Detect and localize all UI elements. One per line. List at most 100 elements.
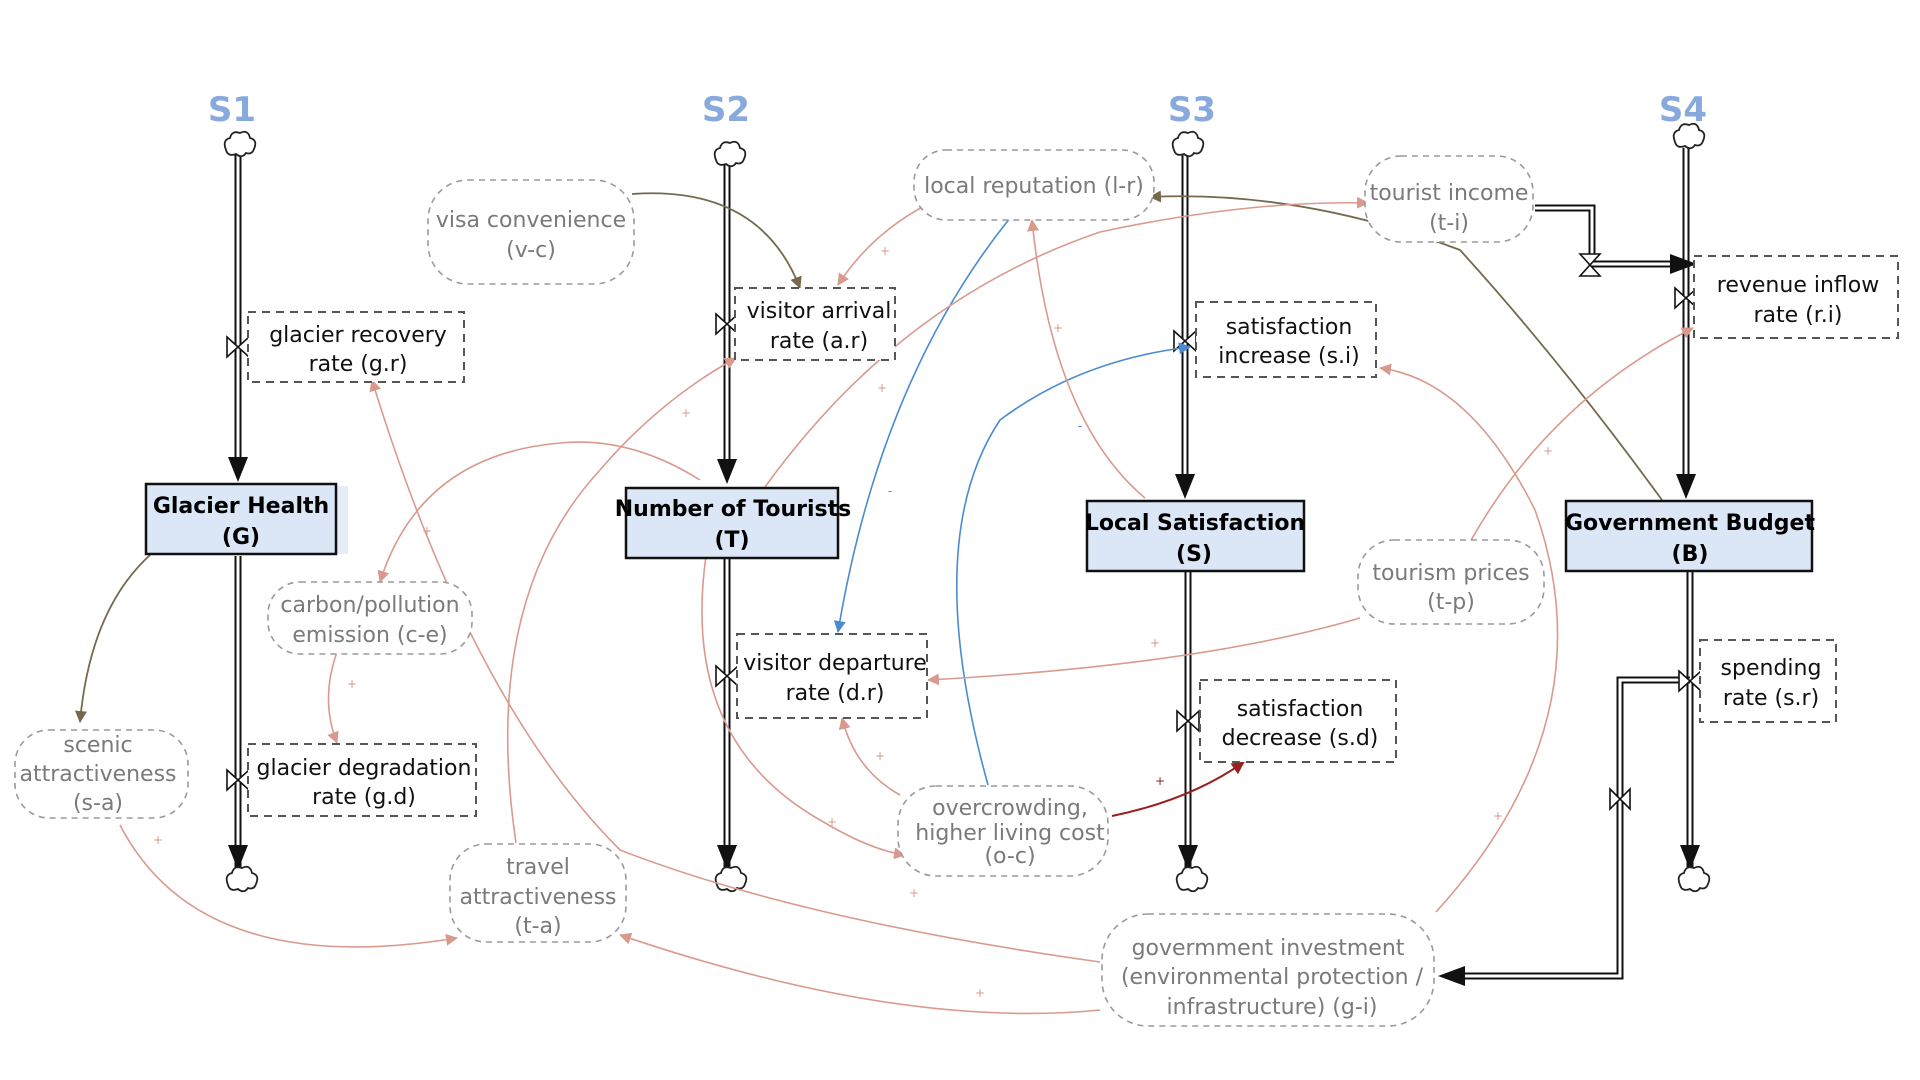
polarity-sign: - bbox=[888, 484, 892, 498]
svg-text:(B): (B) bbox=[1672, 542, 1709, 567]
svg-text:govermment investment: govermment investment bbox=[1132, 936, 1405, 961]
link-investment-to-travel-attractiveness bbox=[619, 932, 1101, 1015]
svg-text:higher living cost: higher living cost bbox=[915, 821, 1105, 846]
polarity-sign: + bbox=[877, 381, 887, 395]
svg-text:infrastructure) (g-i): infrastructure) (g-i) bbox=[1167, 995, 1378, 1020]
stock-government-budget: Government Budget (B) bbox=[1564, 499, 1815, 573]
svg-text:rate (d.r): rate (d.r) bbox=[786, 681, 885, 706]
link-glacier-to-scenic bbox=[75, 554, 151, 723]
link-tourism-prices-to-revenue bbox=[1469, 327, 1694, 543]
link-tourists-to-carbon bbox=[377, 441, 701, 583]
svg-text:rate (s.r): rate (s.r) bbox=[1723, 686, 1819, 711]
link-overcrowding-to-satisfaction-increase bbox=[955, 342, 1191, 786]
svg-text:attractiveness: attractiveness bbox=[459, 885, 616, 910]
svg-text:tourism prices: tourism prices bbox=[1372, 561, 1529, 586]
polarity-sign: + bbox=[1493, 809, 1503, 823]
svg-text:(t-i): (t-i) bbox=[1429, 211, 1469, 236]
aux-local-reputation: local reputation (l-r) bbox=[913, 149, 1155, 221]
sector-label-s3: S3 bbox=[1168, 90, 1216, 130]
svg-text:visa convenience: visa convenience bbox=[436, 208, 626, 233]
svg-text:(o-c): (o-c) bbox=[984, 844, 1035, 869]
link-scenic-to-travel-attractiveness bbox=[119, 824, 458, 948]
polarity-sign: + bbox=[875, 749, 885, 763]
svg-text:emission (c-e): emission (c-e) bbox=[292, 623, 447, 648]
rate-glacier-recovery: glacier recovery rate (g.r) bbox=[247, 311, 465, 383]
svg-text:tourist income: tourist income bbox=[1370, 181, 1529, 206]
polarity-sign: + bbox=[347, 677, 357, 691]
svg-text:attractiveness: attractiveness bbox=[19, 762, 176, 787]
aux-tourism-prices: tourism prices (t-p) bbox=[1357, 539, 1545, 625]
polarity-sign: + bbox=[975, 986, 985, 1000]
cloud-icon bbox=[713, 140, 747, 168]
link-overcrowding-to-satisfaction-decrease bbox=[1111, 761, 1245, 817]
aux-tourist-income: tourist income (t-i) bbox=[1364, 155, 1534, 243]
causal-links bbox=[75, 190, 1694, 1015]
flow-valves bbox=[226, 253, 1702, 811]
link-carbon-to-degradation bbox=[327, 651, 339, 744]
sector-label-s1: S1 bbox=[208, 90, 256, 130]
polarity-sign: + bbox=[153, 833, 163, 847]
svg-text:visitor arrival: visitor arrival bbox=[747, 299, 892, 324]
aux-carbon-pollution: carbon/pollution emission (c-e) bbox=[267, 581, 473, 655]
link-reputation-to-arrival bbox=[837, 204, 927, 286]
svg-text:visitor departure: visitor departure bbox=[743, 651, 927, 676]
svg-text:carbon/pollution: carbon/pollution bbox=[280, 593, 459, 618]
link-reputation-to-departure bbox=[833, 217, 1011, 633]
svg-text:(t-p): (t-p) bbox=[1427, 590, 1475, 615]
valve-icon bbox=[1609, 787, 1631, 811]
rate-glacier-degradation: glacier degradation rate (g.d) bbox=[247, 743, 477, 817]
rate-variables: glacier recovery rate (g.r) glacier degr… bbox=[247, 255, 1899, 817]
link-investment-to-glacier-recovery bbox=[369, 379, 1101, 963]
link-budget-to-reputation bbox=[1149, 190, 1663, 501]
svg-text:(G): (G) bbox=[222, 525, 260, 550]
svg-text:satisfaction: satisfaction bbox=[1226, 315, 1353, 340]
polarity-marks: + + + + + + + + + + + + + + - - + bbox=[153, 244, 1553, 1000]
sector-label-s4: S4 bbox=[1659, 90, 1707, 130]
polarity-sign: + bbox=[1150, 636, 1160, 650]
svg-text:rate (g.d): rate (g.d) bbox=[312, 785, 416, 810]
valve-icon bbox=[1578, 253, 1602, 277]
rate-revenue-inflow: revenue inflow rate (r.i) bbox=[1693, 255, 1899, 339]
svg-text:rate (r.i): rate (r.i) bbox=[1754, 303, 1843, 328]
svg-text:satisfaction: satisfaction bbox=[1237, 697, 1364, 722]
svg-text:(T): (T) bbox=[714, 528, 749, 553]
aux-travel-attractiveness: travel attractiveness (t-a) bbox=[449, 843, 627, 943]
rate-visitor-arrival: visitor arrival rate (a.r) bbox=[734, 287, 896, 361]
svg-text:rate (a.r): rate (a.r) bbox=[770, 329, 868, 354]
svg-text:increase (s.i): increase (s.i) bbox=[1218, 344, 1359, 369]
aux-visa-convenience: visa convenience (v-c) bbox=[427, 179, 635, 285]
cloud-icon bbox=[225, 865, 259, 893]
polarity-sign: + bbox=[1543, 444, 1553, 458]
sector-labels: S1 S2 S3 S4 bbox=[208, 90, 1707, 130]
aux-overcrowding: overcrowding, higher living cost (o-c) bbox=[897, 785, 1109, 877]
link-overcrowding-to-departure bbox=[838, 717, 901, 796]
svg-text:scenic: scenic bbox=[63, 733, 132, 758]
polarity-sign: + bbox=[1155, 774, 1165, 788]
polarity-sign: + bbox=[1053, 321, 1063, 335]
svg-text:Local Satisfaction: Local Satisfaction bbox=[1085, 511, 1305, 536]
svg-text:Number of Tourists: Number of Tourists bbox=[615, 497, 851, 522]
polarity-sign: + bbox=[827, 815, 837, 829]
rate-satisfaction-increase: satisfaction increase (s.i) bbox=[1195, 301, 1377, 378]
svg-text:spending: spending bbox=[1721, 656, 1822, 681]
stock-local-satisfaction: Local Satisfaction (S) bbox=[1085, 499, 1306, 573]
link-tourists-to-tourist-income bbox=[764, 196, 1369, 488]
svg-text:decrease (s.d): decrease (s.d) bbox=[1222, 726, 1379, 751]
svg-text:(S): (S) bbox=[1176, 542, 1212, 567]
aux-government-investment: govermment investment (environmental pro… bbox=[1101, 913, 1435, 1027]
link-travel-attractiveness-to-arrival bbox=[506, 357, 737, 844]
svg-text:Glacier Health: Glacier Health bbox=[153, 494, 329, 519]
auxiliary-variables: visa convenience (v-c) local reputation … bbox=[14, 149, 1545, 1027]
svg-text:(t-a): (t-a) bbox=[514, 914, 561, 939]
link-visa-to-arrival bbox=[631, 192, 802, 289]
link-tourists-to-overcrowding bbox=[701, 555, 906, 860]
svg-text:(v-c): (v-c) bbox=[506, 238, 556, 263]
svg-text:glacier recovery: glacier recovery bbox=[269, 323, 447, 348]
polarity-sign: - bbox=[1078, 419, 1082, 433]
aux-scenic-attractiveness: scenic attractiveness (s-a) bbox=[14, 729, 189, 819]
sector-label-s2: S2 bbox=[702, 90, 750, 130]
stock-glacier-health: Glacier Health (G) bbox=[144, 482, 348, 556]
cloud-icon bbox=[223, 130, 257, 158]
link-tourism-prices-to-departure bbox=[927, 617, 1361, 686]
polarity-sign: + bbox=[681, 406, 691, 420]
